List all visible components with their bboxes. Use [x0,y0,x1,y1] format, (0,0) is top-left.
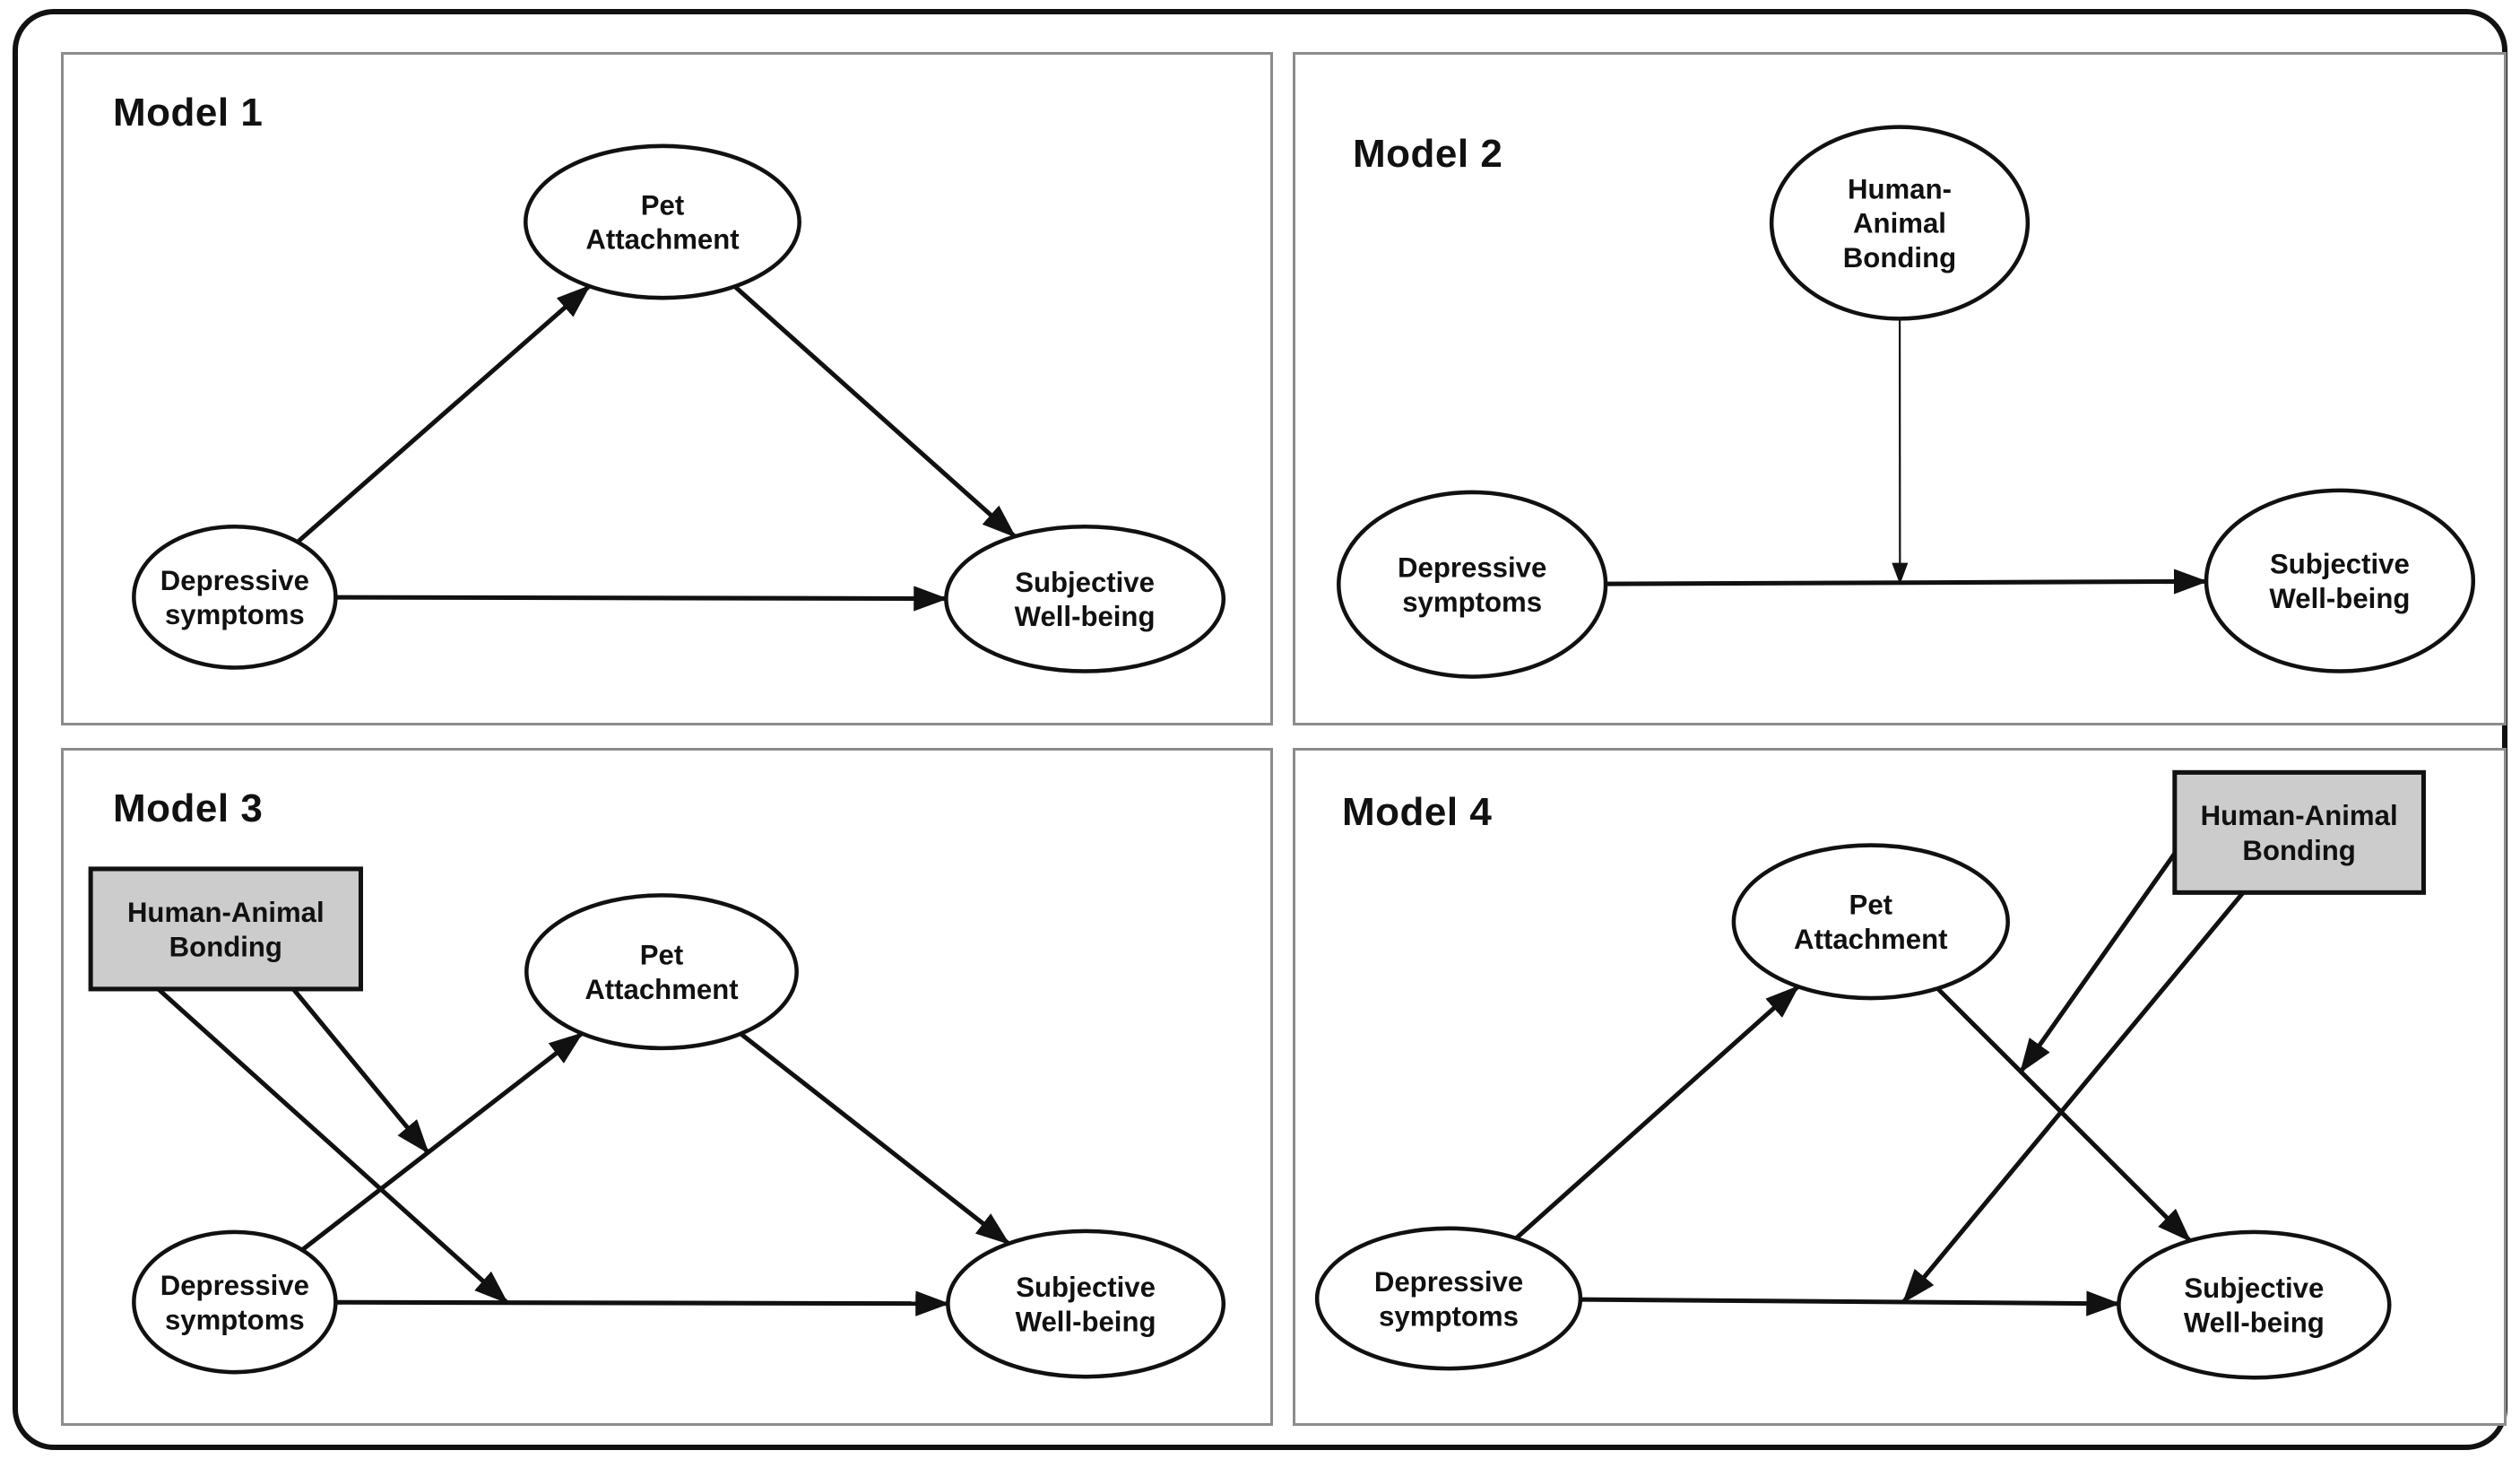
node-dep-ellipse [1337,490,1608,679]
panel-title-model-2: Model 2 [1353,132,1503,176]
node-dep-ellipse [132,1229,338,1375]
arrow-dep-to-swb [335,1290,950,1316]
arrow-hab-moderates-a-path [291,987,430,1154]
node-hab-box [88,866,363,992]
arrow-hab-moderates-direct-path [1901,890,2246,1304]
arrow-dep-to-pet [1514,985,1800,1240]
node-swb-ellipse [946,1229,1226,1379]
arrow-dep-to-pet [300,1031,584,1252]
node-hab-ellipse [1769,125,2031,321]
node-pet-ellipse [524,143,801,300]
arrow-pet-to-swb [1935,986,2192,1243]
node-dep-ellipse [132,524,338,670]
node-hab-box [2172,769,2426,895]
arrow-dep-to-swb [1606,569,2209,595]
node-dep-ellipse [1314,1226,1583,1371]
arrow-dep-to-swb [1580,1290,2121,1316]
arrow-pet-to-swb [739,1031,1010,1246]
node-pet-ellipse [524,893,799,1051]
arrow-dep-to-swb [335,586,948,612]
panel-title-model-3: Model 3 [113,786,264,830]
panel-title-model-1: Model 1 [113,91,264,135]
node-swb-ellipse [2204,488,2476,673]
node-pet-ellipse [1731,843,2010,1001]
arrow-hab-moderates-b-path [2019,852,2177,1073]
arrow-dep-to-pet [296,284,592,544]
arrow-pet-to-swb [732,284,1017,539]
node-swb-ellipse [944,524,1226,673]
node-swb-ellipse [2117,1229,2392,1380]
arrow-hab-moderates-direct-path [156,987,509,1305]
panel-title-model-4: Model 4 [1342,790,1493,834]
